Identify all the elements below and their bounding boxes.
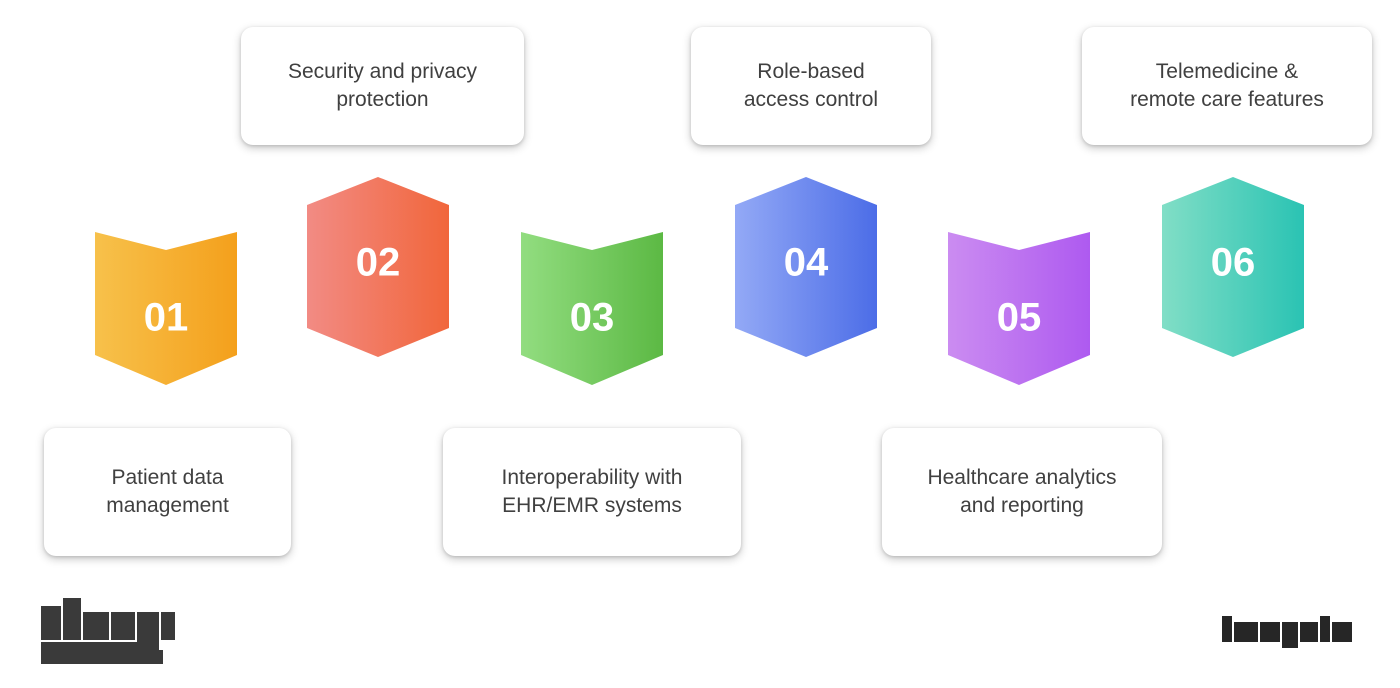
chevron-number-06: 06 — [1211, 241, 1256, 285]
chevron-number-01: 01 — [144, 296, 189, 340]
zigzag-band-svg: 01 02 03 04 05 — [88, 177, 1312, 385]
chevron-step-01[interactable]: 01 — [95, 232, 237, 385]
label-card-text: Telemedicine &remote care features — [1130, 60, 1324, 111]
brand-logo-right-obscured — [1222, 612, 1370, 648]
chevron-number-03: 03 — [570, 296, 615, 340]
band-connectors — [88, 177, 1312, 375]
chevron-number-04: 04 — [784, 241, 829, 285]
brand-logo-left-obscured — [33, 598, 201, 664]
chevron-number-02: 02 — [356, 241, 401, 285]
chevron-step-04[interactable]: 04 — [735, 177, 877, 357]
chevron-step-02[interactable]: 02 — [307, 177, 449, 357]
chevron-number-05: 05 — [997, 296, 1042, 340]
chevron-step-05[interactable]: 05 — [948, 232, 1090, 385]
chevron-step-06[interactable]: 06 — [1162, 177, 1304, 357]
chevron-step-03[interactable]: 03 — [521, 232, 663, 385]
zigzag-ribbon-band: 01 02 03 04 05 — [0, 160, 1400, 410]
label-card-step-06[interactable]: Telemedicine &remote care features — [1082, 27, 1372, 145]
